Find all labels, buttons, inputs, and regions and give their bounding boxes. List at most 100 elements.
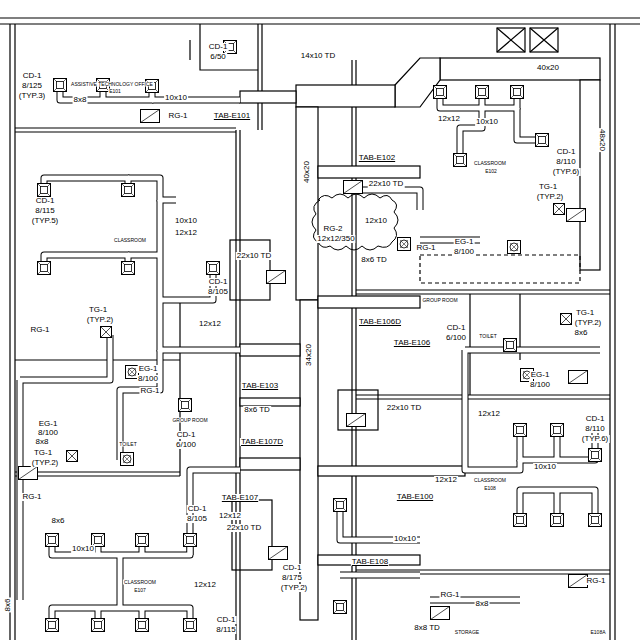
- transfer-grille: [67, 451, 78, 462]
- duct-label: 48x20: [598, 128, 606, 152]
- duct-label: EG-1: [38, 420, 59, 428]
- ceiling-diffuser: [46, 619, 59, 632]
- duct-label: CD-1: [216, 616, 237, 624]
- duct-label: 22x10 TD: [368, 180, 405, 188]
- branch-duct: [240, 398, 300, 406]
- duct-label: 8x8: [73, 96, 88, 104]
- balance-tag: TAB-E103: [241, 382, 279, 390]
- ceiling-diffuser: [184, 619, 197, 632]
- transfer-grille: [554, 204, 565, 215]
- duct-label: CD-1: [282, 564, 303, 572]
- duct-label: 12x12: [434, 476, 458, 484]
- ceiling-diffuser: [551, 514, 564, 527]
- duct-label: 8/115: [34, 207, 55, 215]
- duct-label: TG-1: [88, 306, 108, 314]
- partition-wall: [190, 24, 258, 70]
- duct-label: 22x10 TD: [226, 524, 263, 532]
- supply-unit: [497, 28, 525, 52]
- ceiling-diffuser: [136, 534, 149, 547]
- return-grille: [141, 110, 160, 123]
- duct-label: 22x10 TD: [236, 252, 273, 260]
- branch-duct: [20, 85, 600, 625]
- duct-label: CLASSROOM: [123, 580, 157, 585]
- ceiling-diffuser: [92, 619, 105, 632]
- duct-label: (TYP.3): [18, 92, 47, 100]
- duct-label: 8x6: [4, 598, 12, 613]
- duct-label: 8/115: [215, 626, 236, 634]
- duct-label: RG-1: [21, 493, 42, 501]
- exhaust-grille: [121, 453, 134, 466]
- duct-label: 12x12: [218, 512, 242, 520]
- duct-label: RG-1: [585, 577, 606, 585]
- branch-duct: [318, 296, 420, 308]
- duct-label: TG-1: [538, 183, 558, 191]
- duct-label: 8x6 TD: [243, 406, 271, 414]
- duct-label: CD-1: [446, 324, 467, 332]
- duct-label: 8/110: [584, 425, 605, 433]
- ceiling-diffuser: [136, 619, 149, 632]
- ceiling-diffuser: [122, 184, 135, 197]
- walls: [0, 18, 640, 640]
- dashed-duct: [420, 255, 580, 283]
- duct-label: 8x8: [475, 600, 490, 608]
- duct-label: 10x10: [164, 94, 188, 102]
- duct-label: 8/105: [207, 288, 229, 296]
- ceiling-diffuser: [434, 86, 447, 99]
- exhaust-grille: [508, 241, 521, 254]
- ceiling-diffuser: [207, 262, 220, 275]
- duct-label: (TYP.6): [581, 435, 610, 443]
- ceiling-diffuser: [511, 86, 524, 99]
- ceiling-diffuser: [504, 339, 517, 352]
- duct-label: TOILET: [118, 442, 137, 447]
- return-grille: [344, 181, 363, 194]
- duct-label: 40x20: [303, 160, 311, 184]
- duct-label: CD-1: [208, 278, 229, 286]
- duct-label: CD-1: [585, 415, 606, 423]
- ceiling-diffuser: [122, 262, 135, 275]
- duct-label: 12x12: [198, 320, 222, 328]
- duct-label: TG-1: [33, 449, 53, 457]
- main-duct: [300, 300, 318, 620]
- duct-label: (TYP.2): [31, 459, 60, 467]
- ceiling-diffuser: [589, 449, 602, 462]
- duct-label: (TYP.2): [536, 193, 565, 201]
- partition-wall: [15, 472, 180, 476]
- supply-unit: [530, 28, 558, 52]
- duct-label: 8/175: [281, 574, 303, 582]
- ceiling-diffuser: [514, 514, 527, 527]
- duct-label: 6/100: [175, 441, 197, 449]
- balance-tag: TAB-E100: [396, 493, 434, 501]
- duct-label: 12x12: [437, 115, 461, 123]
- ceiling-diffuser: [38, 262, 51, 275]
- duct-label: GROUP ROOM: [421, 298, 458, 303]
- partition-wall: [258, 24, 262, 130]
- duct-label: STORAGE: [454, 630, 480, 635]
- duct-label: CLASSROOM: [473, 478, 507, 483]
- duct-label: 8x6: [574, 329, 589, 337]
- supply-unit: [530, 28, 558, 52]
- duct-label: RG-1: [139, 387, 160, 395]
- exterior-wall: [610, 24, 615, 640]
- duct-label: 6/100: [445, 334, 467, 342]
- duct-label: 10x10: [71, 545, 95, 553]
- duct-label: GROUP ROOM: [171, 418, 208, 423]
- exterior-wall: [10, 24, 15, 640]
- duct-label: E101: [108, 89, 122, 94]
- corridor-wall: [352, 60, 356, 640]
- duct-label: 14x10 TD: [300, 52, 337, 60]
- return-grille: [569, 371, 588, 384]
- transfer-grille: [101, 327, 112, 338]
- revision-cloud: [312, 194, 398, 250]
- partition-wall: [470, 294, 520, 395]
- duct-label: 10x10: [393, 535, 417, 543]
- duct-label: E102: [484, 169, 498, 174]
- supply-unit: [497, 28, 525, 52]
- balance-tag: TAB-E106D: [358, 318, 402, 326]
- ceiling-diffuser: [334, 499, 347, 512]
- duct-label: 12x12: [174, 229, 198, 237]
- ceiling-diffuser: [46, 534, 59, 547]
- ceiling-diffuser: [179, 399, 192, 412]
- duct-label: CLASSROOM: [113, 238, 147, 243]
- duct-label: 12x12: [477, 410, 501, 418]
